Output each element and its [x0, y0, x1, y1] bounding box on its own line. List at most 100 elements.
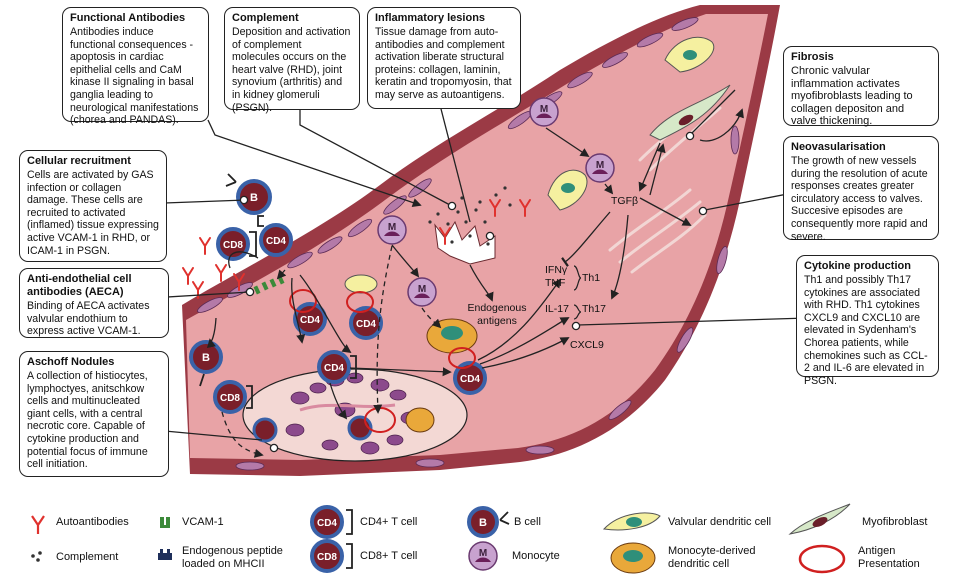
cd8-label-top: CD8	[223, 240, 243, 251]
monocyte-2: M	[407, 277, 437, 307]
monocyte-4-label: M	[596, 160, 604, 171]
cytokine-production-box: Cytokine production Th1 and possibly Th1…	[796, 255, 939, 387]
b-cell-lower-label: B	[202, 352, 210, 364]
tgfb-label: TGFβ	[611, 195, 638, 207]
th-brackets	[573, 265, 582, 320]
cd4-cell-lumen-2: CD4	[344, 274, 383, 340]
cd4-label-lumen-2: CD4	[356, 319, 376, 330]
legend-mono-dc-icon	[610, 542, 656, 574]
autoantibody-cluster	[182, 199, 531, 299]
aeca-text: Binding of AECA activates valvular endot…	[27, 300, 150, 338]
legend-cd8-letters: CD8	[317, 552, 337, 563]
fibrosis-box: Fibrosis Chronic valvular inflammation a…	[783, 46, 939, 128]
cd4-label-top: CD4	[266, 236, 286, 247]
cellular-recruitment-title: Cellular recruitment	[27, 155, 131, 167]
legend-endogenous-peptide-label-1: Endogenous peptide	[182, 545, 283, 557]
cd4-label-lumen-3: CD4	[324, 363, 344, 374]
cd4-cell-lumen-1: CD4	[289, 289, 327, 336]
cxcl9-label: CXCL9	[570, 339, 604, 351]
legend-monocyte-label: Monocyte	[512, 550, 560, 562]
legend-cd8-label: CD8+ T cell	[360, 550, 418, 562]
legend-antigen-presentation-icon	[798, 544, 846, 574]
legend-cd4-letters: CD4	[317, 518, 337, 529]
legend-antigen-presentation-label-1: Antigen	[858, 545, 896, 557]
monocyte-1: M	[377, 215, 407, 245]
endogenous-antigens-label-2: antigens	[477, 315, 517, 327]
functional-antibodies-text: Antibodies induce functional consequence…	[70, 26, 199, 127]
il17-label: IL-17	[545, 303, 569, 315]
th17-label: Th17	[582, 303, 606, 315]
inflammatory-lesions-box: Inflammatory lesions Tissue damage from …	[367, 7, 521, 109]
complement-text: Deposition and activation of complement …	[232, 26, 351, 114]
complement-box: Complement Deposition and activation of …	[224, 7, 360, 114]
monocyte-4: M	[585, 153, 615, 183]
legend-mono-dc-label-1: Monocyte-derived	[668, 545, 756, 557]
functional-antibodies-title: Functional Antibodies	[70, 12, 186, 24]
complement-title: Complement	[232, 12, 299, 24]
valvular-dendritic-cell	[547, 169, 588, 211]
legend-m-letter: M	[479, 548, 487, 559]
legend-cd4-label: CD4+ T cell	[360, 516, 418, 528]
legend-valvular-dc-label: Valvular dendritic cell	[668, 516, 772, 528]
legend-valvular-dc-icon	[602, 512, 661, 531]
fibrosis-title: Fibrosis	[791, 51, 834, 63]
b-cell-top: B	[225, 173, 272, 215]
inflammatory-lesions-text: Tissue damage from auto-antibodies and c…	[375, 26, 512, 101]
legend-complement-icon	[31, 551, 42, 562]
complement-dots	[428, 186, 512, 246]
legend-antigen-presentation-label-2: Presentation	[858, 558, 920, 570]
aschoff-nodule	[242, 368, 468, 462]
aeca-box: Anti-endothelial cell antibodies (AECA) …	[19, 268, 169, 338]
legend-myofibroblast-label: Myofibroblast	[862, 516, 928, 528]
aeca-title: Anti-endothelial cell antibodies (AECA)	[27, 273, 132, 298]
legend-mono-dc-label-2: dendritic cell	[668, 558, 730, 570]
cellular-recruitment-box: Cellular recruitment Cells are activated…	[19, 150, 167, 262]
valve-break	[434, 220, 496, 265]
legend-endogenous-peptide-label-2: loaded on MHCII	[182, 558, 265, 570]
cd4-label-lumen-1: CD4	[300, 315, 320, 326]
aschoff-nodules-box: Aschoff Nodules A collection of histiocy…	[19, 351, 169, 477]
neovascularisation-text: The growth of new vessels during the res…	[791, 155, 928, 243]
legend-cd4-icon: CD4	[310, 505, 353, 539]
legend-symbols: CD4 CD8 B M	[31, 503, 851, 574]
legend-cd8-icon: CD8	[310, 539, 353, 573]
monocyte-derived-dc	[426, 318, 478, 354]
neovascularisation-title: Neovasularisation	[791, 141, 886, 153]
legend-complement-label: Complement	[56, 551, 119, 563]
legend-vcam1-icon	[160, 517, 170, 528]
cd4-cell-lumen-3: CD4	[317, 350, 357, 384]
cd8-label-lower: CD8	[220, 393, 240, 404]
fibrosis-text: Chronic valvular inflammation activates …	[791, 65, 913, 128]
legend-vcam1-label: VCAM-1	[182, 516, 224, 528]
cd4-cell-right: CD4	[448, 347, 487, 395]
aschoff-nodules-title: Aschoff Nodules	[27, 356, 115, 368]
cd4-label-right: CD4	[460, 374, 480, 385]
ifn-label: IFNγ	[545, 264, 568, 276]
neovascularisation-box: Neovasularisation The growth of new vess…	[783, 136, 939, 243]
legend-b-cell-label: B cell	[514, 516, 541, 528]
cellular-recruitment-text: Cells are activated by GAS infection or …	[27, 169, 159, 257]
legend-b-letter: B	[479, 517, 487, 529]
connector-endpoints	[239, 131, 708, 453]
cytokine-production-title: Cytokine production	[804, 260, 911, 272]
valvular-dendritic-cell-top	[664, 36, 715, 73]
inflammatory-lesions-title: Inflammatory lesions	[375, 12, 486, 24]
legend-b-cell-icon: B	[467, 506, 510, 538]
legend-autoantibodies-label: Autoantibodies	[56, 516, 129, 528]
legend-myofibroblast-icon	[788, 503, 851, 535]
functional-antibodies-box: Functional Antibodies Antibodies induce …	[62, 7, 209, 126]
legend-mhcii-icon	[158, 549, 172, 560]
aschoff-nodules-text: A collection of histiocytes, lymphoctyes…	[27, 370, 148, 471]
tnf-label: TNF	[545, 277, 565, 289]
legend-autoantibody-icon	[31, 515, 45, 534]
monocyte-3-label: M	[540, 104, 548, 115]
monocyte-3: M	[529, 97, 559, 127]
monocyte-2-label: M	[418, 284, 426, 295]
monocyte-1-label: M	[388, 222, 396, 233]
b-cell-label: B	[250, 192, 258, 204]
endogenous-antigens-label-1: Endogenous	[468, 302, 527, 314]
b-cell-lower: B	[189, 340, 223, 387]
myofibroblast	[649, 84, 731, 141]
